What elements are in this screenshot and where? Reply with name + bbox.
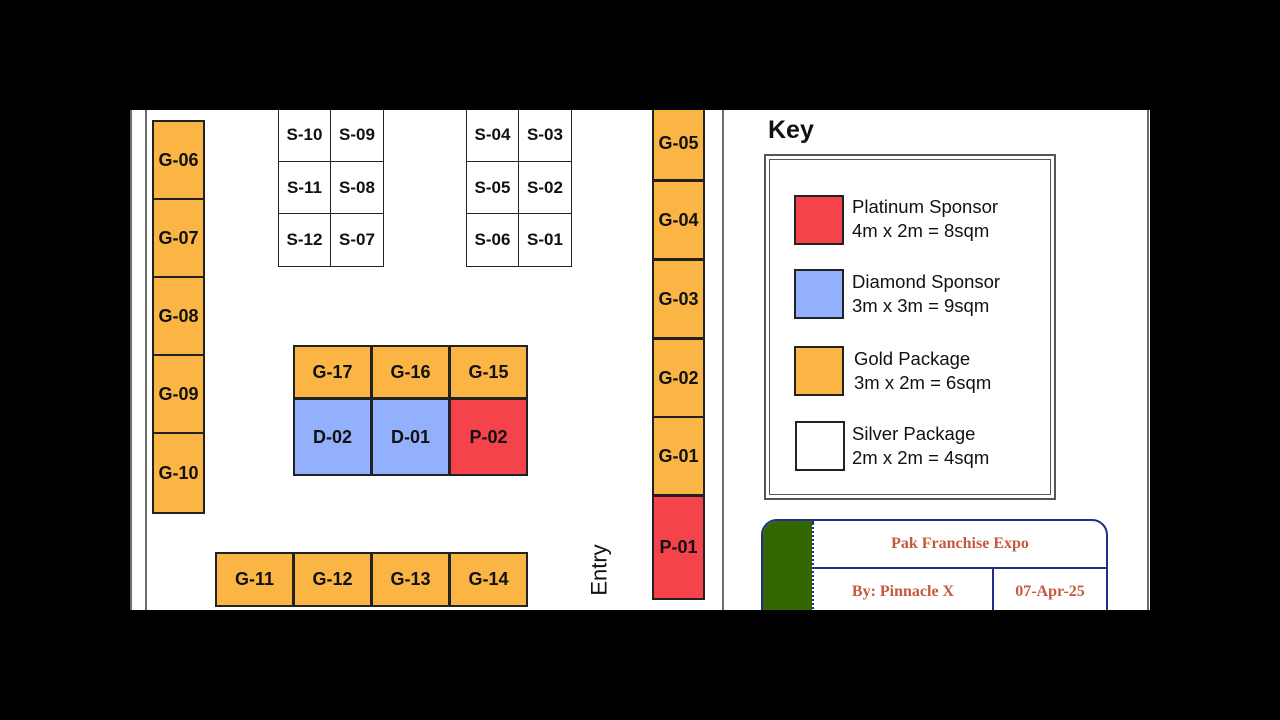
booth-p01[interactable]: P-01 [652, 495, 705, 600]
booth-s09[interactable]: S-09 [330, 110, 384, 162]
booth-s12[interactable]: S-12 [278, 213, 331, 267]
floor-plan-sheet: G-06 G-07 G-08 G-09 G-10 S-10 S-09 S-11 … [130, 110, 1150, 610]
booth-g12[interactable]: G-12 [293, 552, 372, 607]
booth-p02[interactable]: P-02 [449, 398, 528, 476]
booth-g10[interactable]: G-10 [152, 432, 205, 514]
expo-title: Pak Franchise Expo [814, 521, 1106, 569]
key-legend-inner-frame [769, 159, 1051, 495]
key-item-silver-name: Silver Package [852, 423, 976, 444]
booth-s10[interactable]: S-10 [278, 110, 331, 162]
booth-g07[interactable]: G-07 [152, 198, 205, 278]
title-block-dotted-line [812, 525, 814, 610]
booth-g03[interactable]: G-03 [652, 259, 705, 339]
entry-text: Entry [586, 544, 612, 596]
booth-g05[interactable]: G-05 [652, 110, 705, 181]
floor-divider-line [722, 110, 724, 610]
platinum-swatch [794, 195, 844, 245]
key-title: Key [768, 116, 814, 144]
booth-s08[interactable]: S-08 [330, 161, 384, 214]
key-item-diamond-name: Diamond Sponsor [852, 271, 1001, 292]
diamond-swatch [794, 269, 844, 319]
booth-g17[interactable]: G-17 [293, 345, 372, 399]
key-legend: Platinum Sponsor 4m x 2m = 8sqm Diamond … [764, 154, 1056, 500]
booth-s04[interactable]: S-04 [466, 110, 519, 162]
silver-swatch [795, 421, 845, 471]
booth-g11[interactable]: G-11 [215, 552, 294, 607]
key-item-platinum-name: Platinum Sponsor [852, 196, 999, 217]
right-wall-line [1147, 110, 1149, 610]
booth-g02[interactable]: G-02 [652, 338, 705, 418]
booth-g09[interactable]: G-09 [152, 354, 205, 434]
key-item-diamond: Diamond Sponsor 3m x 3m = 9sqm [852, 270, 1000, 318]
key-item-silver-size: 2m x 2m = 4sqm [852, 447, 990, 468]
gold-swatch [794, 346, 844, 396]
author-credit: By: Pinnacle X [814, 569, 994, 610]
booth-d01[interactable]: D-01 [371, 398, 450, 476]
title-block-green-band [763, 521, 814, 610]
title-block: Pak Franchise Expo By: Pinnacle X 07-Apr… [761, 519, 1108, 610]
entry-label: Entry [570, 515, 630, 610]
plan-date: 07-Apr-25 [1015, 583, 1085, 600]
booth-s02[interactable]: S-02 [518, 161, 572, 214]
booth-s03[interactable]: S-03 [518, 110, 572, 162]
booth-d02[interactable]: D-02 [293, 398, 372, 476]
left-aisle-line [145, 110, 147, 610]
booth-g08[interactable]: G-08 [152, 276, 205, 356]
booth-g01[interactable]: G-01 [652, 416, 705, 496]
booth-g15[interactable]: G-15 [449, 345, 528, 399]
key-item-platinum: Platinum Sponsor 4m x 2m = 8sqm [852, 195, 998, 243]
booth-g06[interactable]: G-06 [152, 120, 205, 200]
booth-g14[interactable]: G-14 [449, 552, 528, 607]
booth-g16[interactable]: G-16 [371, 345, 450, 399]
booth-s01[interactable]: S-01 [518, 213, 572, 267]
key-item-gold-name: Gold Package [854, 348, 971, 369]
key-item-diamond-size: 3m x 3m = 9sqm [852, 295, 990, 316]
key-item-gold: Gold Package 3m x 2m = 6sqm [854, 347, 991, 395]
left-wall-line [130, 110, 132, 610]
key-item-silver: Silver Package 2m x 2m = 4sqm [852, 422, 989, 470]
booth-s07[interactable]: S-07 [330, 213, 384, 267]
key-item-gold-size: 3m x 2m = 6sqm [854, 372, 992, 393]
booth-g13[interactable]: G-13 [371, 552, 450, 607]
booth-s06[interactable]: S-06 [466, 213, 519, 267]
booth-s05[interactable]: S-05 [466, 161, 519, 214]
booth-s11[interactable]: S-11 [278, 161, 331, 214]
key-item-platinum-size: 4m x 2m = 8sqm [852, 220, 990, 241]
booth-g04[interactable]: G-04 [652, 180, 705, 260]
